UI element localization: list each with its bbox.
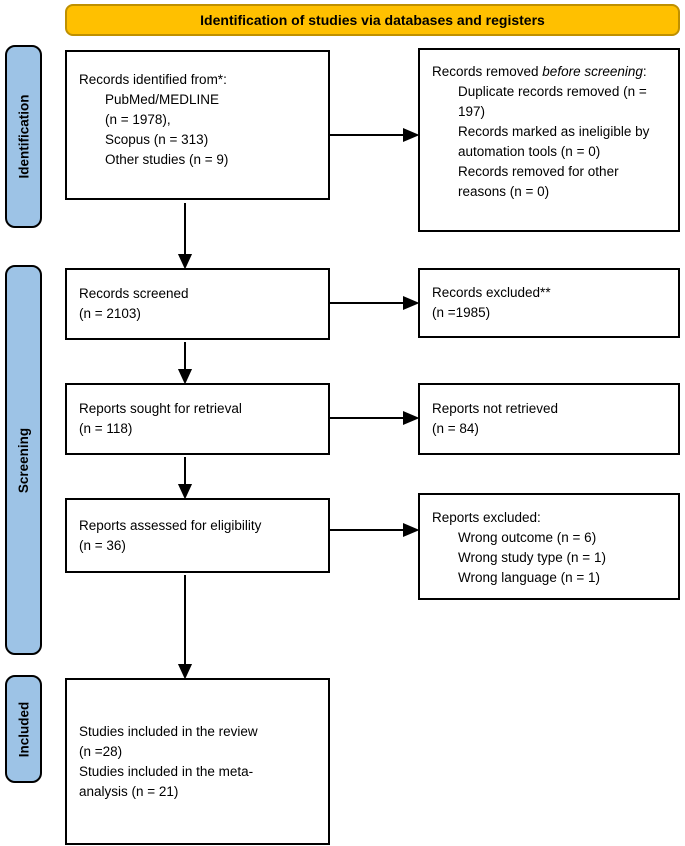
stage-bar-included: Included — [5, 675, 42, 783]
box-line: Reports assessed for eligibility — [79, 517, 262, 533]
box-line: (n =1985) — [432, 305, 491, 320]
title-prefix: Records removed — [432, 64, 543, 79]
box-line: Records screened — [79, 286, 189, 301]
box-reports-excluded: Reports excluded: Wrong outcome (n = 6) … — [418, 493, 680, 600]
box-line: Studies included in the meta- — [79, 763, 254, 779]
box-line: (n = 36) — [79, 537, 126, 553]
stage-label-screening: Screening — [16, 427, 31, 493]
box-studies-included: Studies included in the review (n =28) S… — [65, 678, 330, 845]
arrowhead — [177, 254, 193, 270]
arrowhead — [177, 484, 193, 500]
box-line: Wrong study type (n = 1) — [458, 550, 606, 565]
box-records-identified: Records identified from*: PubMed/MEDLINE… — [65, 50, 330, 200]
arrowhead — [403, 522, 420, 538]
arrowhead — [177, 664, 193, 680]
box-line: Duplicate records removed (n = 197) — [458, 84, 647, 119]
box-reports-sought: Reports sought for retrieval (n = 118) — [65, 383, 330, 455]
arrowhead — [177, 369, 193, 385]
box-line: Other studies (n = 9) — [105, 152, 229, 167]
header-banner: Identification of studies via databases … — [65, 4, 680, 36]
box-line: Records removed for other reasons (n = 0… — [458, 164, 619, 199]
box-records-excluded: Records excluded** (n =1985) — [418, 268, 680, 338]
box-records-screened: Records screened (n = 2103) — [65, 268, 330, 340]
box-line: Records excluded** — [432, 285, 551, 300]
box-title: Records identified from*: — [79, 72, 227, 87]
box-line: analysis (n = 21) — [79, 783, 179, 799]
box-line: (n = 84) — [432, 421, 479, 436]
box-line: Scopus (n = 313) — [105, 132, 209, 147]
box-line: Reports not retrieved — [432, 401, 559, 416]
box-records-removed: Records removed before screening: Duplic… — [418, 48, 680, 232]
box-line: PubMed/MEDLINE — [105, 92, 220, 107]
box-line: Wrong language (n = 1) — [458, 570, 600, 585]
stage-bar-identification: Identification — [5, 45, 42, 228]
title-italic: before screening — [542, 64, 643, 79]
box-line: (n = 2103) — [79, 306, 141, 321]
box-line: Records marked as ineligible by automati… — [458, 124, 650, 159]
stage-bar-screening: Screening — [5, 265, 42, 655]
box-title: Reports excluded: — [432, 510, 541, 525]
box-line: Reports sought for retrieval — [79, 401, 242, 416]
stage-label-identification: Identification — [16, 94, 31, 179]
arrowhead — [403, 410, 420, 426]
box-reports-assessed: Reports assessed for eligibility (n = 36… — [65, 498, 330, 573]
box-line: Studies included in the review — [79, 723, 258, 739]
title-suffix: : — [642, 64, 647, 79]
box-reports-not-retrieved: Reports not retrieved (n = 84) — [418, 383, 680, 455]
box-line: (n =28) — [79, 743, 123, 759]
box-title: Records removed before screening: — [432, 62, 670, 82]
box-line: (n = 118) — [79, 421, 133, 436]
header-title: Identification of studies via databases … — [200, 12, 545, 28]
stage-label-included: Included — [16, 701, 32, 757]
arrowhead — [403, 295, 420, 311]
arrowhead — [403, 127, 420, 143]
box-line: (n = 1978), — [105, 112, 171, 127]
box-line: Wrong outcome (n = 6) — [458, 530, 597, 545]
